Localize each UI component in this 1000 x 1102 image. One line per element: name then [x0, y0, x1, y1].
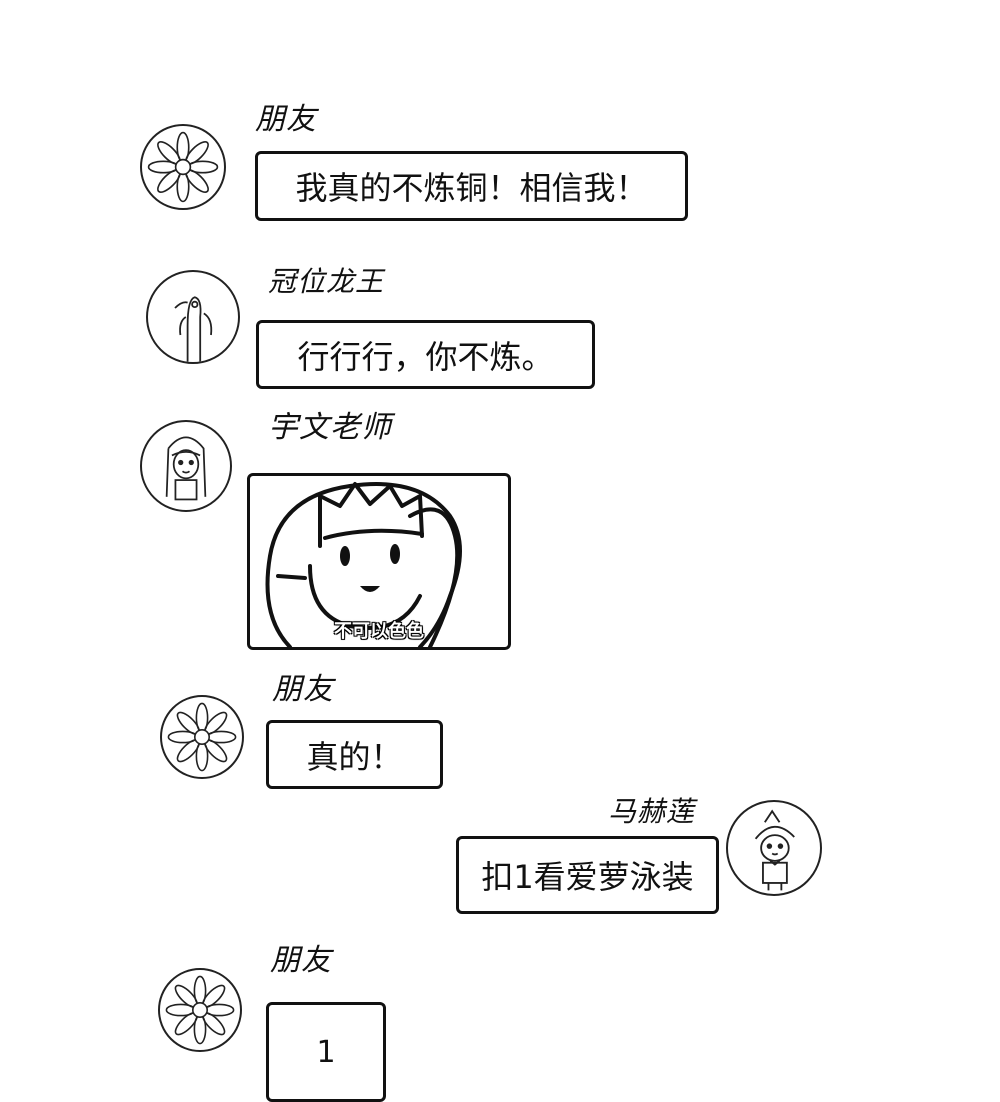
- hand-icon: [174, 296, 213, 362]
- sender-name: 朋友: [255, 102, 317, 137]
- cartoon-image: [265, 482, 462, 647]
- sender-name: 朋友: [272, 672, 334, 707]
- message-bubble[interactable]: 1: [266, 1002, 386, 1102]
- avatar[interactable]: [140, 124, 226, 210]
- message-bubble[interactable]: 真的！: [266, 720, 443, 789]
- message-bubble[interactable]: 我真的不炼铜！相信我！: [255, 151, 688, 221]
- image-caption: 不可以色色: [334, 621, 424, 642]
- flower-icon: [165, 975, 235, 1045]
- sender-name: 宇文老师: [268, 410, 392, 445]
- flower-icon: [167, 702, 237, 772]
- sender-name: 朋友: [270, 943, 332, 978]
- avatar[interactable]: [158, 968, 242, 1052]
- message-bubble[interactable]: 扣1看爱萝泳装: [456, 836, 719, 914]
- avatar[interactable]: [160, 695, 244, 779]
- avatar[interactable]: [146, 270, 240, 364]
- girl-avatar-icon: [165, 436, 207, 501]
- avatar[interactable]: [726, 800, 822, 896]
- sender-name: 冠位龙王: [268, 265, 385, 298]
- message-bubble[interactable]: 行行行，你不炼。: [256, 320, 595, 389]
- image-message[interactable]: 不可以色色: [247, 473, 511, 650]
- sender-name: 马赫莲: [608, 795, 696, 828]
- avatar[interactable]: [140, 420, 232, 512]
- flower-icon: [147, 131, 219, 203]
- chibi-avatar-icon: [754, 809, 795, 891]
